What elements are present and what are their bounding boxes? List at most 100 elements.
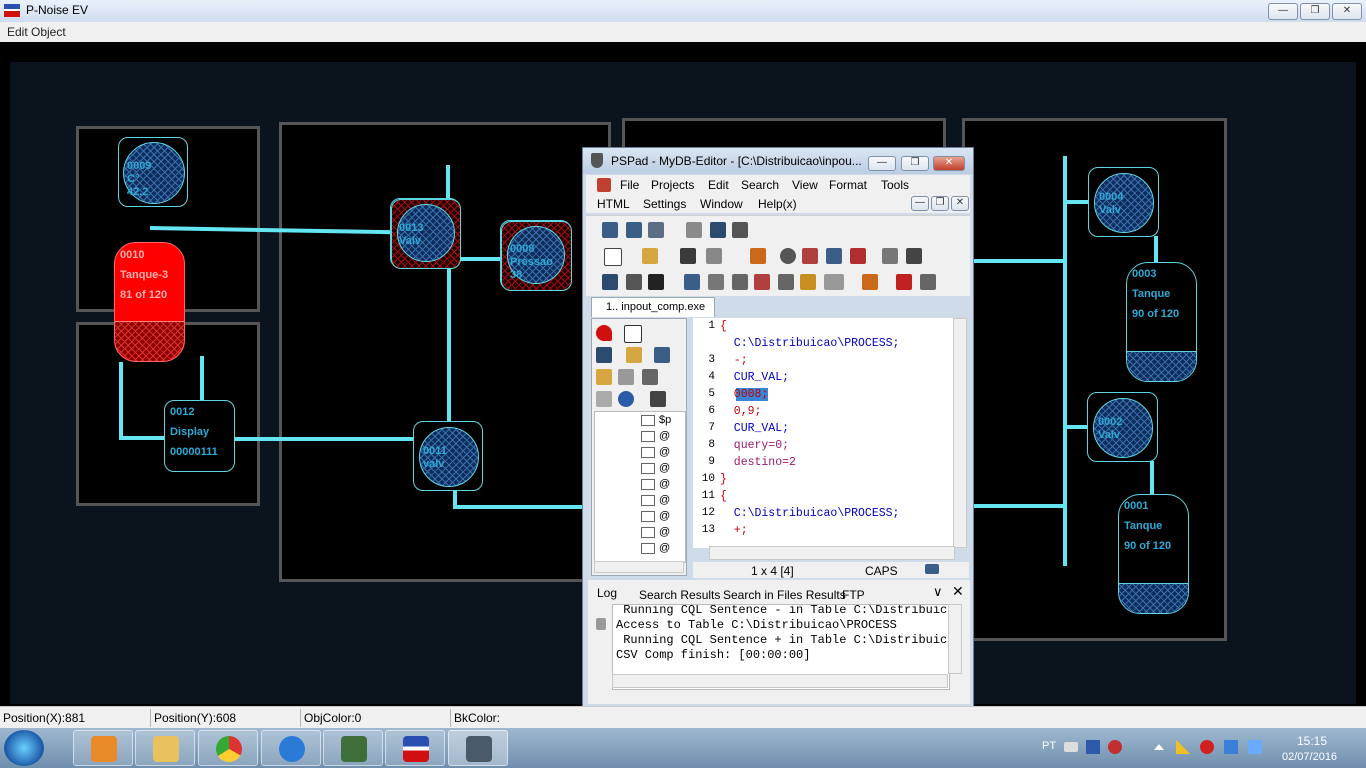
taskbar-monitor[interactable]	[323, 730, 383, 766]
folder-icon[interactable]	[626, 347, 642, 363]
add-folder-icon[interactable]	[596, 369, 612, 385]
new-file-icon[interactable]	[604, 248, 622, 266]
start-button-icon[interactable]	[4, 730, 44, 766]
log-tab-search-results[interactable]: Search Results	[639, 588, 721, 602]
bookmark-icon[interactable]	[754, 274, 770, 290]
compare-icon[interactable]	[850, 248, 866, 264]
tank-0003[interactable]: 0003 Tanque 90 of 120	[1126, 262, 1197, 382]
show-hidden-icon[interactable]	[1154, 744, 1164, 750]
preview-icon[interactable]	[882, 248, 898, 264]
settings-icon[interactable]	[732, 222, 748, 238]
menu-projects[interactable]: Projects	[651, 178, 695, 192]
save-all-icon[interactable]	[706, 248, 722, 264]
binary-icon[interactable]	[626, 274, 642, 290]
wrap-icon[interactable]	[684, 274, 700, 290]
pspad-minimize-button[interactable]: —	[868, 156, 896, 171]
taskbar-media-player[interactable]	[73, 730, 133, 766]
menu-settings[interactable]: Settings	[643, 197, 687, 211]
column-icon[interactable]	[778, 274, 794, 290]
pspad-close-button[interactable]: ✕	[933, 156, 965, 171]
taskbar-chrome[interactable]	[198, 730, 258, 766]
node-0013[interactable]: 0013 Valv	[390, 198, 461, 269]
log-output[interactable]: Running CQL Sentence - in Table C:\Distr…	[612, 604, 950, 690]
menu-search[interactable]: Search	[741, 178, 780, 192]
pin-icon[interactable]	[862, 274, 878, 290]
tree-item[interactable]: @	[641, 446, 670, 458]
menu-tools[interactable]: Tools	[881, 178, 910, 192]
glasses-icon[interactable]	[920, 274, 936, 290]
clock-date[interactable]: 02/07/2016	[1282, 751, 1338, 763]
font-icon[interactable]	[1086, 740, 1100, 754]
log-icon[interactable]	[710, 222, 726, 238]
menu-html[interactable]: HTML	[597, 197, 630, 211]
taskbar-ie[interactable]	[261, 730, 321, 766]
taskbar-pspad[interactable]	[448, 730, 508, 766]
node-0002[interactable]: 0002 Valv	[1087, 392, 1158, 462]
open-folder-icon[interactable]	[642, 248, 658, 264]
tree-item[interactable]: @	[641, 526, 670, 538]
braces-icon[interactable]	[826, 248, 842, 264]
cascade-icon[interactable]	[648, 222, 664, 238]
log-hscrollbar[interactable]	[612, 674, 948, 688]
window-list-icon[interactable]	[624, 325, 642, 343]
antivirus-icon[interactable]	[1200, 740, 1214, 754]
taskbar-pnoise[interactable]	[385, 730, 445, 766]
tree-item[interactable]: @	[641, 542, 670, 554]
log-tab-log[interactable]: Log	[597, 586, 618, 600]
node-0004[interactable]: 0004 Valv	[1088, 167, 1159, 237]
tree-icon[interactable]	[750, 248, 766, 264]
print-preview-icon[interactable]	[686, 222, 702, 238]
code-editor[interactable]: 1{ C:\Distribuicao\PROCESS;3 -;4 CUR_VAL…	[693, 318, 955, 548]
replace-icon[interactable]	[802, 248, 818, 264]
menu-view[interactable]: View	[792, 178, 818, 192]
remove-icon[interactable]	[618, 369, 634, 385]
tree-item[interactable]: @	[641, 510, 670, 522]
menu-window[interactable]: Window	[700, 197, 743, 211]
menu-format[interactable]: Format	[829, 178, 868, 192]
mdi-restore-button[interactable]: ❐	[931, 196, 949, 211]
log-tab-search-in-files[interactable]: Search in Files Results	[723, 588, 846, 602]
pilcrow-icon[interactable]	[708, 274, 724, 290]
menu-edit[interactable]: Edit	[708, 178, 729, 192]
node-0011[interactable]: 0011 valv	[413, 421, 483, 491]
menu-file[interactable]: File	[620, 178, 640, 192]
info-icon[interactable]	[618, 391, 634, 407]
editor-hscrollbar[interactable]	[709, 546, 955, 560]
pspad-maximize-button[interactable]: ❐	[901, 156, 929, 171]
tree-item[interactable]: @	[641, 478, 670, 490]
spell-icon[interactable]	[824, 274, 844, 290]
clock-time[interactable]: 15:15	[1297, 734, 1328, 748]
window-icon[interactable]	[602, 222, 618, 238]
tree-item[interactable]: @	[641, 462, 670, 474]
folder-open-icon[interactable]	[596, 391, 612, 407]
tree-scrollbar[interactable]	[594, 561, 684, 573]
stop-icon[interactable]	[896, 274, 912, 290]
tree-item[interactable]: @	[641, 430, 670, 442]
windows-icon[interactable]	[626, 222, 642, 238]
tree-item[interactable]: $p	[641, 414, 671, 426]
lock-icon[interactable]	[800, 274, 816, 290]
node-0008[interactable]: 0008 Pressao 38	[500, 220, 572, 291]
menu-help[interactable]: Help(x)	[758, 197, 797, 211]
tank-0001[interactable]: 0001 Tanque 90 of 120	[1118, 494, 1189, 614]
maximize-button[interactable]: ❐	[1300, 3, 1330, 20]
close-icon[interactable]: ✕	[952, 583, 964, 599]
search-icon[interactable]	[780, 248, 796, 264]
log-tab-ftp[interactable]: FTP	[842, 588, 865, 602]
taskbar-explorer[interactable]	[135, 730, 195, 766]
chevron-down-icon[interactable]: ∨	[933, 584, 943, 599]
minimize-button[interactable]: —	[1268, 3, 1298, 20]
console-icon[interactable]	[648, 274, 664, 290]
list-icon[interactable]	[732, 274, 748, 290]
volume-icon[interactable]	[1248, 740, 1262, 754]
favorites-heart-icon[interactable]	[596, 325, 612, 341]
network-icon[interactable]	[1224, 740, 1238, 754]
new-item-icon[interactable]	[642, 369, 658, 385]
project-icon[interactable]	[596, 347, 612, 363]
signal-icon[interactable]	[1176, 740, 1190, 754]
mdi-minimize-button[interactable]: —	[911, 196, 929, 211]
tab-inpout-comp[interactable]: 1.. inpout_comp.exe	[591, 297, 715, 317]
node-0009[interactable]: 0009 C° 42,2	[118, 137, 188, 207]
close-button[interactable]: ✕	[1332, 3, 1362, 20]
log-vscrollbar[interactable]	[948, 604, 962, 674]
